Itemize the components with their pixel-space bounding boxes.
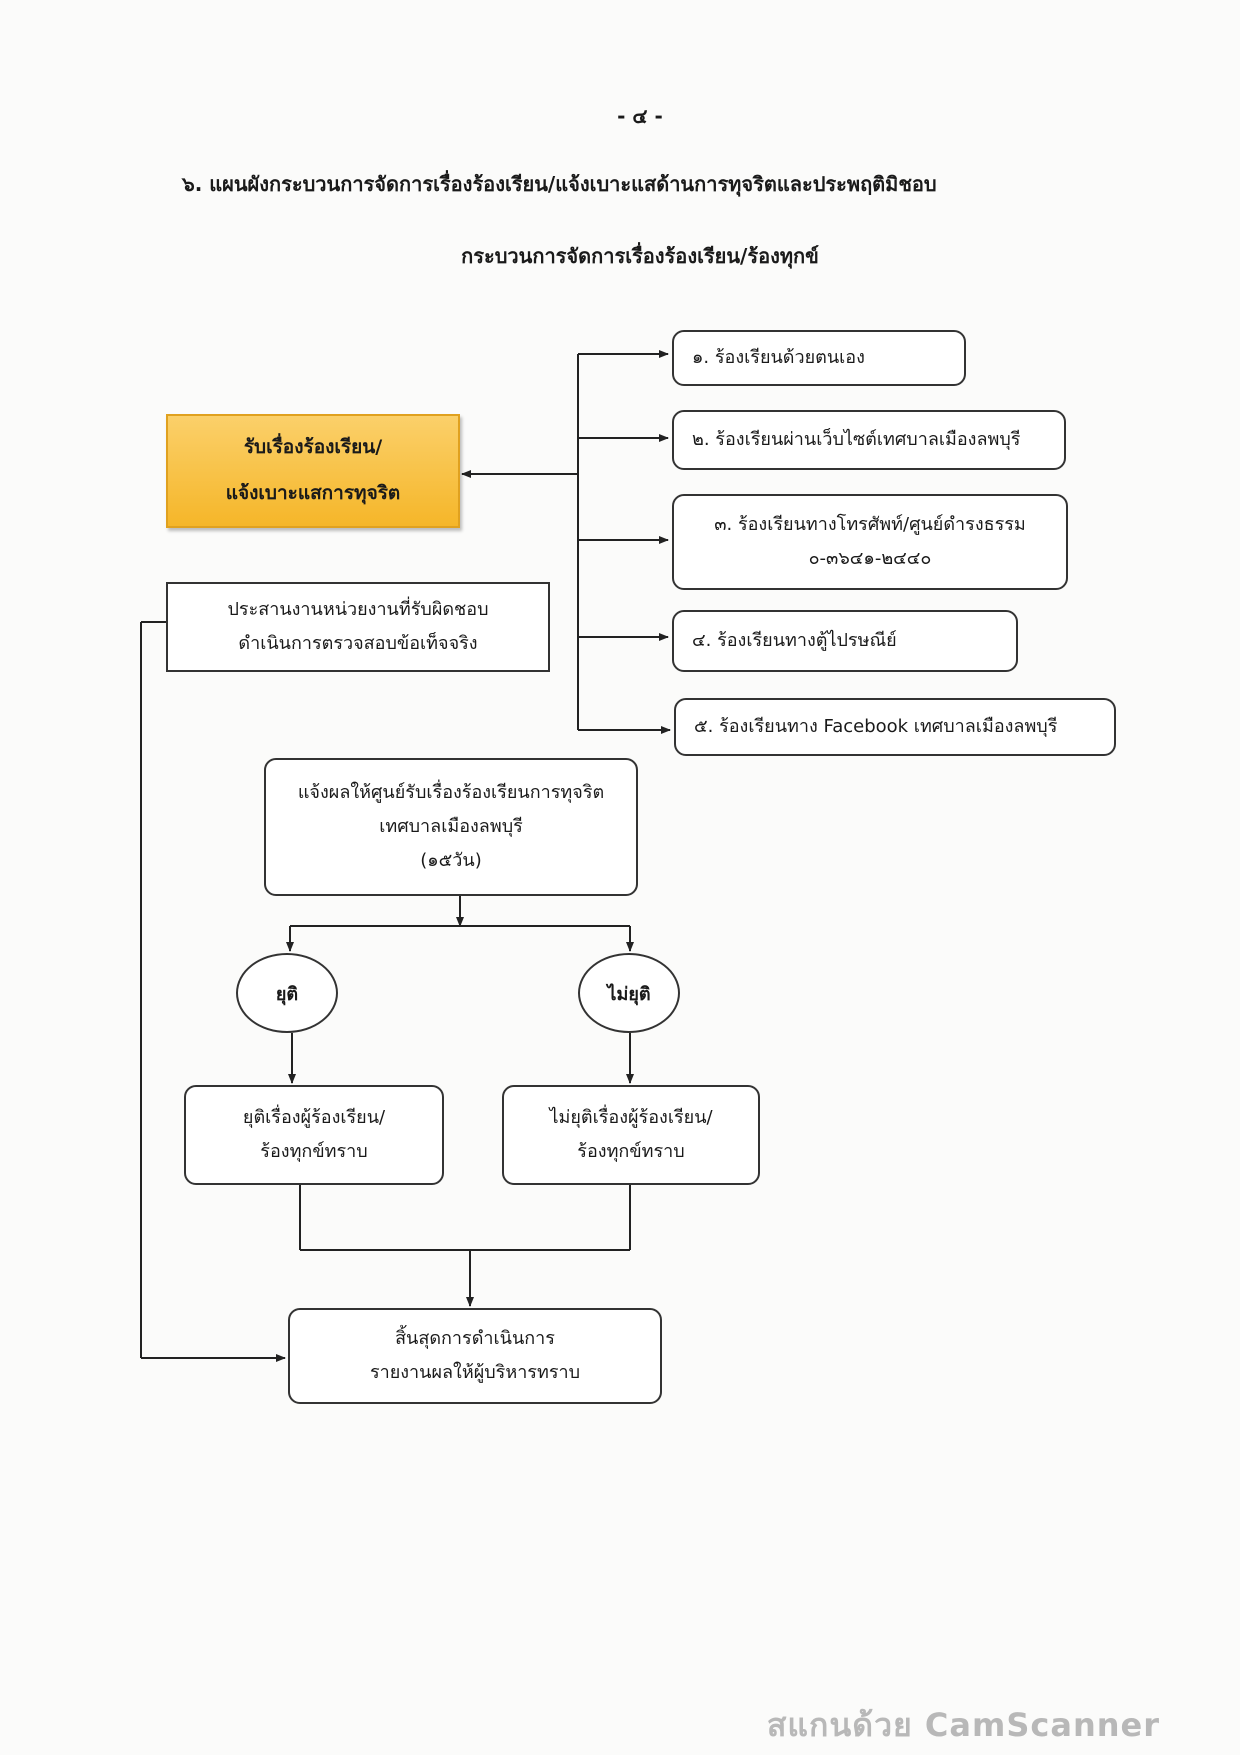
channel-5-box: ๕. ร้องเรียนทาง Facebook เทศบาลเมืองลพบุ… [674, 698, 1116, 756]
notify-result-line1: แจ้งผลให้ศูนย์รับเรื่องร้องเรียนการทุจริ… [297, 781, 605, 803]
channel-4-label: ๔. ร้องเรียนทางตู้ไปรษณีย์ [692, 629, 897, 651]
channel-3-box: ๓. ร้องเรียนทางโทรศัพท์/ศูนย์ดำรงธรรม ๐-… [672, 494, 1068, 590]
coordinate-agency-line2: ดำเนินการตรวจสอบข้อเท็จจริง [238, 633, 478, 654]
end-result-line2: ร้องทุกข์ทราบ [260, 1141, 368, 1162]
end-result-box: ยุติเรื่องผู้ร้องเรียน/ ร้องทุกข์ทราบ [184, 1085, 444, 1185]
notify-result-line2: เทศบาลเมืองลพบุรี [379, 815, 523, 837]
flowchart-title: กระบวนการจัดการเรื่องร้องเรียน/ร้องทุกข์ [461, 244, 819, 268]
continue-result-line1: ไม่ยุติเรื่องผู้ร้องเรียน/ [549, 1106, 713, 1128]
decision-end-oval: ยุติ [236, 953, 338, 1033]
camscanner-watermark: สแกนด้วย CamScanner [766, 1706, 1160, 1744]
channel-5-label: ๕. ร้องเรียนทาง Facebook เทศบาลเมืองลพบุ… [694, 715, 1058, 737]
channel-3-phone: ๐-๓๖๔๑-๒๔๔๐ [808, 548, 932, 569]
continue-result-box: ไม่ยุติเรื่องผู้ร้องเรียน/ ร้องทุกข์ทราบ [502, 1085, 760, 1185]
channel-3-label: ๓. ร้องเรียนทางโทรศัพท์/ศูนย์ดำรงธรรม [714, 513, 1026, 535]
channel-2-box: ๒. ร้องเรียนผ่านเว็บไซต์เทศบาลเมืองลพบุร… [672, 410, 1066, 470]
channel-4-box: ๔. ร้องเรียนทางตู้ไปรษณีย์ [672, 610, 1018, 672]
decision-continue-oval: ไม่ยุติ [578, 953, 680, 1033]
continue-result-line2: ร้องทุกข์ทราบ [577, 1141, 685, 1162]
channel-1-label: ๑. ร้องเรียนด้วยตนเอง [692, 346, 865, 368]
finish-report-line2: รายงานผลให้ผู้บริหารทราบ [369, 1362, 581, 1383]
page-number: - ๔ - [617, 104, 663, 128]
finish-report-box: สิ้นสุดการดำเนินการ รายงานผลให้ผู้บริหาร… [288, 1308, 662, 1404]
finish-report-line1: สิ้นสุดการดำเนินการ [395, 1327, 555, 1349]
receive-complaint-line2: แจ้งเบาะแสการทุจริต [225, 482, 401, 504]
end-result-line1: ยุติเรื่องผู้ร้องเรียน/ [242, 1106, 386, 1128]
page-heading: ๖. แผนผังกระบวนการจัดการเรื่องร้องเรียน/… [182, 172, 937, 196]
receive-complaint-line1: รับเรื่องร้องเรียน/ [243, 436, 383, 459]
notify-result-line3: (๑๕วัน) [420, 850, 482, 872]
coordinate-agency-line1: ประสานงานหน่วยงานที่รับผิดชอบ [227, 598, 489, 620]
receive-complaint-box: รับเรื่องร้องเรียน/ แจ้งเบาะแสการทุจริต [166, 414, 460, 528]
channel-2-label: ๒. ร้องเรียนผ่านเว็บไซต์เทศบาลเมืองลพบุร… [692, 428, 1021, 450]
coordinate-agency-box: ประสานงานหน่วยงานที่รับผิดชอบ ดำเนินการต… [166, 582, 550, 672]
notify-result-box: แจ้งผลให้ศูนย์รับเรื่องร้องเรียนการทุจริ… [264, 758, 638, 896]
channel-1-box: ๑. ร้องเรียนด้วยตนเอง [672, 330, 966, 386]
